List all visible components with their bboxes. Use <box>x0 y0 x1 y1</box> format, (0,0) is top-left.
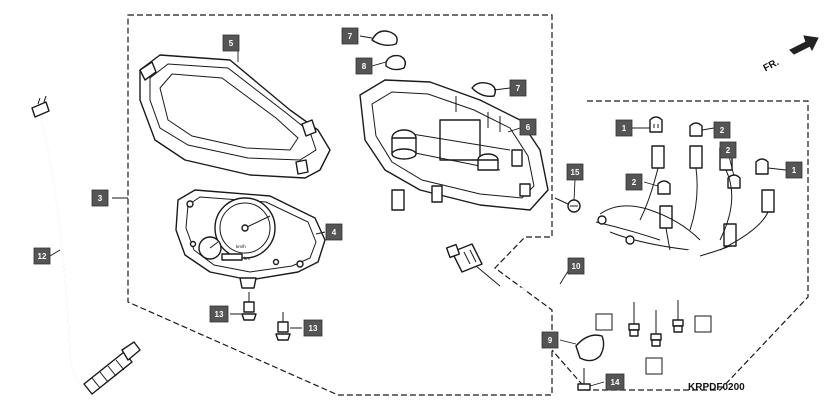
callout-2-lower: 2 <box>625 173 643 191</box>
svg-text:1: 1 <box>792 166 797 175</box>
meter-case <box>359 79 549 211</box>
svg-text:10: 10 <box>572 262 581 271</box>
front-arrow-icon <box>789 35 819 55</box>
svg-text:7: 7 <box>516 84 521 93</box>
callout-10: 10 <box>567 257 585 275</box>
screw-lower-left <box>628 302 640 337</box>
svg-text:6: 6 <box>526 123 531 132</box>
callout-8: 8 <box>355 57 373 75</box>
svg-text:1: 1 <box>622 124 627 133</box>
mount-hole <box>296 260 304 268</box>
speed-unit-label: km/h <box>236 244 246 249</box>
callout-3: 3 <box>91 189 109 207</box>
bulb-socket <box>477 153 499 171</box>
indicator-light <box>272 258 280 266</box>
meter-cover <box>139 54 331 179</box>
callout-9: 9 <box>541 331 559 349</box>
fuel-gauge <box>198 236 222 260</box>
screw-lower-mid <box>650 310 662 347</box>
callout-7-top: 7 <box>341 27 359 45</box>
mount-hole <box>186 200 194 208</box>
front-direction-indicator: FR. <box>762 35 819 74</box>
harness-connector <box>445 243 483 273</box>
screw-13-left <box>241 292 257 321</box>
screw-14 <box>577 368 591 391</box>
svg-text:4: 4 <box>332 228 337 237</box>
svg-text:2: 2 <box>720 126 725 135</box>
case-boss <box>511 149 523 167</box>
meter-panel: km/h km <box>175 189 326 289</box>
svg-text:8: 8 <box>362 62 367 71</box>
svg-text:14: 14 <box>611 378 620 387</box>
svg-text:7: 7 <box>348 32 353 41</box>
speedometer-cable <box>31 95 141 395</box>
wire-harness <box>445 145 775 291</box>
odometer-unit-label: km <box>244 256 250 261</box>
bulb-1-right <box>755 158 769 175</box>
callout-2-mid: 2 <box>719 141 737 159</box>
indicator-light <box>189 240 197 248</box>
svg-text:13: 13 <box>215 310 224 319</box>
bulb-1-top <box>649 116 663 133</box>
lens-7-top <box>371 30 398 47</box>
mount-tab <box>391 189 405 211</box>
ground-terminal <box>625 235 635 245</box>
screw-13-right <box>275 312 291 341</box>
leader-lines <box>49 35 787 387</box>
callout-1-top: 1 <box>615 119 633 137</box>
speed-gauge: km/h <box>214 197 276 259</box>
front-label: FR. <box>762 57 782 74</box>
diagram-code: KRPDF0200 <box>688 382 745 393</box>
callout-14: 14 <box>605 373 625 391</box>
blank-ref-box <box>645 357 663 375</box>
clamp-9 <box>575 334 605 362</box>
callout-13-left: 13 <box>209 305 229 323</box>
callout-13-right: 13 <box>303 319 323 337</box>
svg-text:5: 5 <box>229 39 234 48</box>
cable-socket <box>239 277 257 289</box>
screw-15 <box>554 197 581 213</box>
mount-tab <box>431 185 443 203</box>
svg-text:3: 3 <box>98 194 103 203</box>
svg-text:2: 2 <box>726 146 731 155</box>
callout-5: 5 <box>222 34 240 52</box>
svg-text:13: 13 <box>309 324 318 333</box>
blank-ref-box <box>694 315 712 333</box>
callout-15: 15 <box>566 163 584 181</box>
blank-ref-box <box>595 313 613 331</box>
bulb-socket <box>391 129 417 160</box>
callout-1-right: 1 <box>785 161 803 179</box>
lens-8 <box>385 54 407 71</box>
callout-2-top: 2 <box>713 121 731 139</box>
callout-4: 4 <box>325 223 343 241</box>
ground-terminal <box>597 215 607 225</box>
bulb-2-top <box>689 122 703 137</box>
svg-text:15: 15 <box>571 168 580 177</box>
callout-12: 12 <box>33 247 51 265</box>
odometer-window: km <box>221 253 250 261</box>
callout-7-right: 7 <box>509 79 527 97</box>
callout-6: 6 <box>519 118 537 136</box>
lens-7-right <box>471 81 497 98</box>
svg-text:12: 12 <box>38 252 47 261</box>
bulb-2-lower <box>657 180 671 195</box>
mount-tab <box>519 183 531 197</box>
screw-lower-right <box>672 300 684 333</box>
svg-text:2: 2 <box>632 178 637 187</box>
svg-text:9: 9 <box>548 336 553 345</box>
